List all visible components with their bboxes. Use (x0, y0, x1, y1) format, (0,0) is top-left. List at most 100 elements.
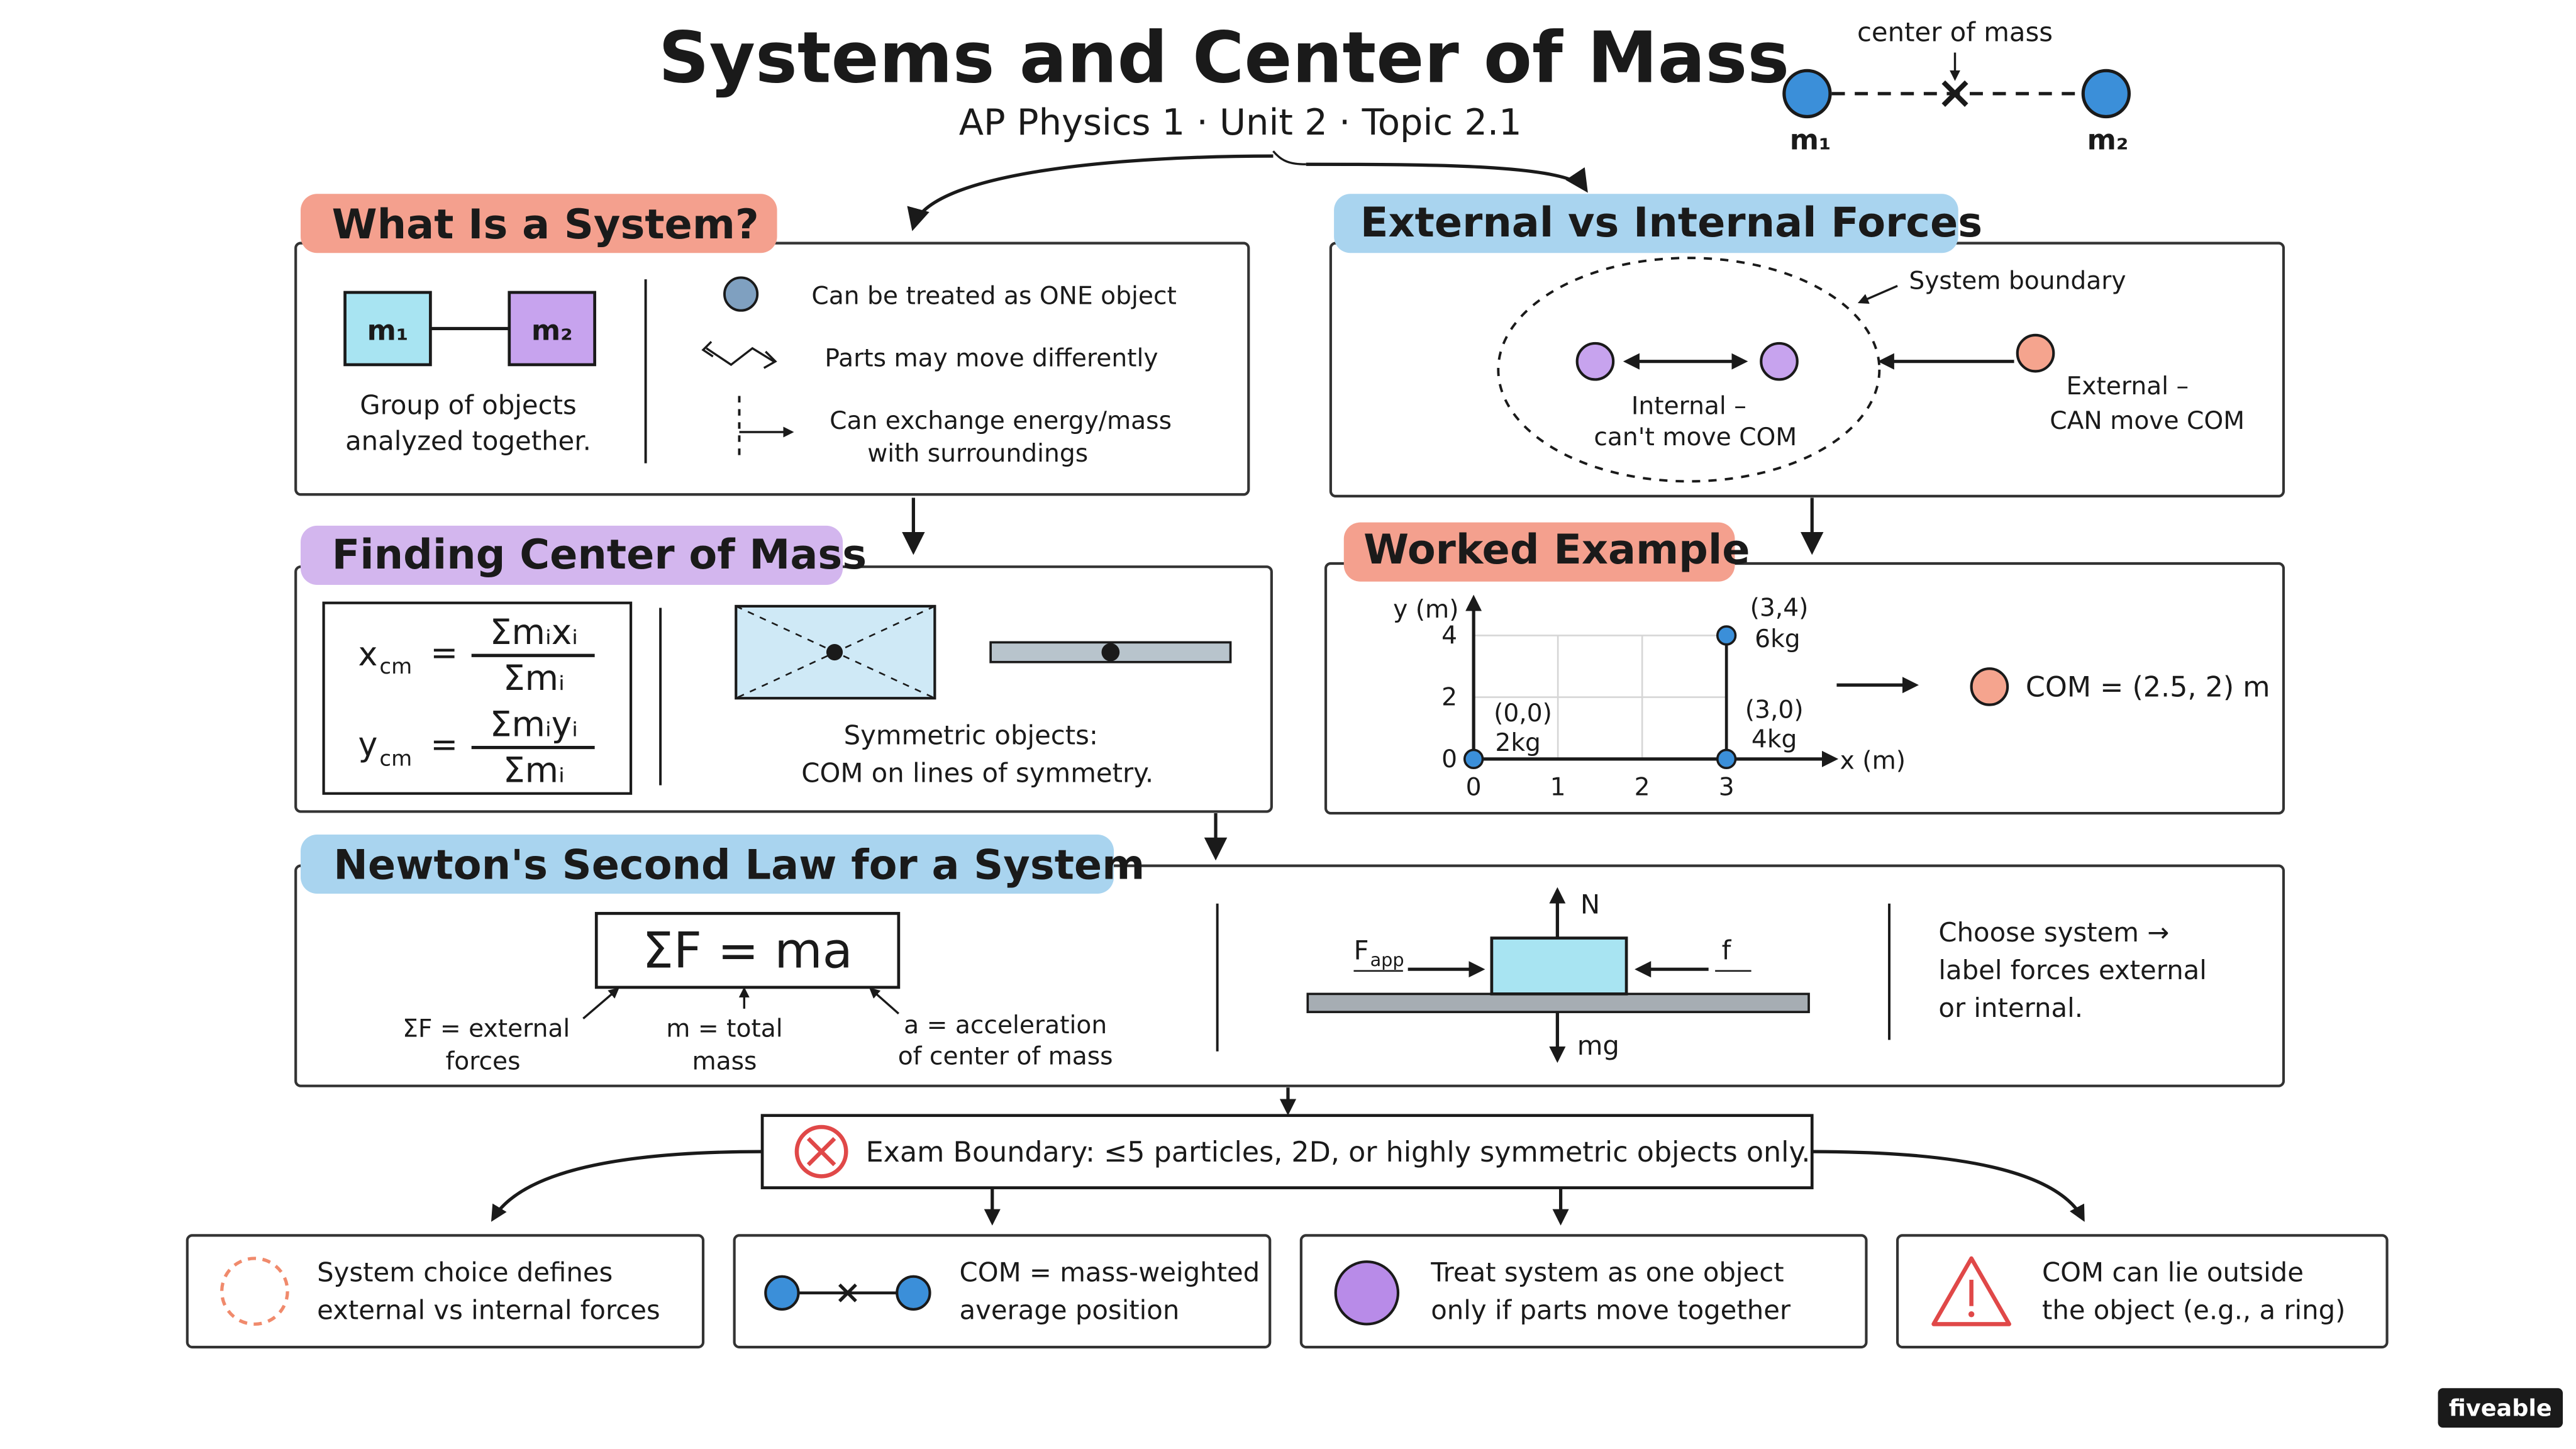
symmetric-caption-1: Symmetric objects: (844, 719, 1098, 750)
x-tick-1: 1 (1550, 773, 1566, 801)
com-panel: Finding Center of Mass x cm = Σmᵢxᵢ Σmᵢ … (294, 525, 1273, 813)
rod-com-dot (1101, 643, 1120, 662)
mass-2-label: m₂ (2087, 125, 2129, 157)
applied-force-label: F (1353, 935, 1368, 966)
page-subtitle: AP Physics 1 · Unit 2 · Topic 2.1 (959, 101, 1522, 143)
com-result-dot (1970, 667, 2009, 706)
fiveable-logo: fiveable (2438, 1388, 2563, 1428)
com-mini-mass-2 (896, 1275, 931, 1311)
connector-arrow-system (907, 154, 1274, 231)
data-point-0 (1463, 748, 1484, 770)
takeaway-1-line-2: external vs internal forces (317, 1295, 660, 1326)
connector-arrow-forces (1306, 162, 1588, 193)
takeaway-2-line-2: average position (960, 1295, 1180, 1326)
logo-badge (2438, 1388, 2563, 1428)
system-mass-1-label: m₁ (367, 315, 409, 347)
x-tick-3: 3 (1719, 773, 1735, 801)
point-label-origin: (0,0) (1494, 699, 1552, 728)
accel-label-2: of center of mass (898, 1043, 1113, 1071)
newton-heading: Newton's Second Law for a System (333, 841, 1145, 889)
y-tick-4: 4 (1441, 621, 1457, 650)
formula-box (322, 601, 633, 795)
friction-label: f (1722, 935, 1732, 966)
system-point-1: Can be treated as ONE object (811, 282, 1176, 310)
boundary-label: System boundary (1909, 267, 2126, 296)
takeaway-3-line-2: only if parts move together (1431, 1295, 1791, 1326)
system-mass-2-label: m₂ (531, 315, 573, 347)
y-tick-0: 0 (1441, 745, 1457, 774)
newton-heading-highlight (301, 834, 1114, 894)
takeaway-card-2: COM = mass-weighted average position (733, 1234, 1272, 1349)
rectangle-com-dot (826, 643, 843, 661)
xcm-symbol: x (358, 636, 377, 674)
newton-panel: Newton's Second Law for a System ΣF = ma… (294, 834, 2285, 1087)
system-panel: What Is a System? m₁ m₂ Group of objects… (294, 194, 1250, 496)
force-label-1: ΣF = external (402, 1014, 570, 1043)
internal-label-1: Internal – (1631, 392, 1746, 420)
ycm-denominator: Σmᵢ (503, 750, 565, 790)
x-axis-label: x (m) (1840, 747, 1906, 775)
takeaway-1-line-1: System choice defines (317, 1257, 613, 1288)
gravity-label: mg (1577, 1030, 1619, 1061)
data-point-1 (1716, 748, 1737, 770)
forces-heading-highlight (1334, 194, 1958, 253)
boundary-pointer-arrow (1857, 284, 1898, 304)
accel-label-1: a = acceleration (904, 1011, 1107, 1040)
choose-text-3: or internal. (1938, 992, 2083, 1023)
forces-heading: External vs Internal Forces (1360, 199, 1982, 247)
internal-particle-2 (1760, 341, 1799, 381)
prohibited-icon-x (806, 1136, 836, 1167)
xcm-denominator: Σmᵢ (503, 658, 565, 698)
system-caption-2: analyzed together. (345, 426, 591, 457)
takeaway-box-3 (1299, 1234, 1868, 1349)
xcm-numerator: Σmᵢxᵢ (490, 612, 578, 652)
boundary-banner: Exam Boundary: ≤5 particles, 2D, or high… (760, 1114, 1814, 1189)
move-differently-icon (706, 347, 775, 366)
data-point-2 (1716, 625, 1737, 646)
force-label-arrow (582, 987, 619, 1019)
takeaway-box-2 (733, 1234, 1272, 1349)
symmetric-caption-2: COM on lines of symmetry. (801, 757, 1153, 788)
system-boundary-ellipse (1497, 257, 1881, 483)
takeaway-4-line-2: the object (e.g., a ring) (2042, 1295, 2346, 1326)
external-label-2: CAN move COM (2050, 407, 2245, 435)
system-caption-1: Group of objects (360, 389, 577, 420)
applied-force-subscript: app (1370, 949, 1404, 970)
example-ticks: 0 1 2 3 0 2 4 (1441, 621, 1735, 801)
takeaway-card-1: System choice defines external vs intern… (186, 1234, 705, 1349)
com-mini-mass-1 (764, 1275, 800, 1311)
xcm-equals: = (430, 634, 458, 672)
takeaway-card-3: Treat system as one object only if parts… (1299, 1234, 1868, 1349)
takeaway-2-line-1: COM = mass-weighted (960, 1257, 1260, 1288)
move-differently-arrowheads (701, 341, 777, 369)
point-mass-34: 6kg (1755, 625, 1800, 653)
boundary-box (760, 1114, 1814, 1189)
point-label-34: (3,4) (1750, 594, 1809, 623)
choose-text-1: Choose system → (1938, 917, 2169, 948)
x-tick-0: 0 (1466, 773, 1482, 801)
com-top-diagram: center of mass m₁ m₂ (1782, 16, 2131, 157)
takeaway-box-1 (186, 1234, 705, 1349)
ycm-subscript: cm (379, 746, 412, 771)
external-label-1: External – (2067, 372, 2189, 401)
takeaway-3-line-1: Treat system as one object (1430, 1257, 1784, 1288)
prohibited-icon (794, 1124, 848, 1179)
accel-label-arrow (869, 987, 899, 1015)
page-title: Systems and Center of Mass (658, 18, 1789, 99)
block (1490, 936, 1628, 996)
system-point-3: Can exchange energy/mass (830, 407, 1172, 435)
system-mass-1-box (343, 291, 432, 367)
system-heading: What Is a System? (332, 201, 759, 248)
system-mass-2-box (508, 291, 596, 367)
point-label-30: (3,0) (1745, 696, 1804, 724)
mass-1-dot (1782, 69, 1832, 119)
warning-icon (1931, 1256, 2011, 1326)
newton-formula: ΣF = ma (642, 923, 852, 980)
y-tick-2: 2 (1441, 684, 1457, 712)
takeaway-card-4: COM can lie outside the object (e.g., a … (1896, 1234, 2389, 1349)
choose-text-2: label forces external (1938, 955, 2207, 985)
x-tick-2: 2 (1635, 773, 1650, 801)
normal-force-label: N (1580, 889, 1600, 919)
